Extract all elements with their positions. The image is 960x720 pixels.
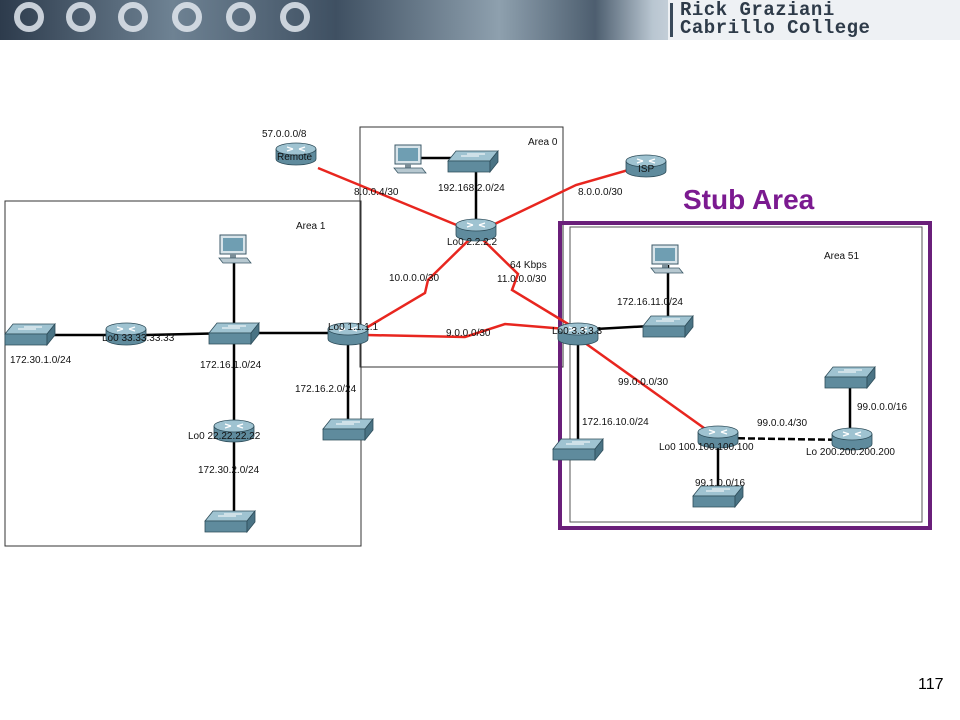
lan-172-16-2-label: 172.16.2.0/24 — [295, 384, 357, 395]
switch-icon — [447, 150, 499, 173]
lan-99-1-0-0-label: 99.1.0.0/16 — [695, 478, 745, 489]
link-99-0-0-0-label: 99.0.0.0/30 — [618, 377, 668, 388]
gear-icon — [226, 2, 256, 32]
switch-icon — [322, 418, 374, 441]
serial-links — [317, 163, 719, 440]
remote-router-label: Remote — [277, 152, 312, 163]
college-name: Cabrillo College — [680, 17, 871, 39]
stub-area-title: Stub Area — [683, 184, 815, 215]
area-1-box — [4, 200, 362, 547]
isp-link-label: 8.0.0.0/30 — [578, 187, 623, 198]
gear-icon — [172, 2, 202, 32]
author-name: Rick Graziani — [680, 0, 835, 21]
link-9-label: 9.0.0.0/30 — [446, 328, 491, 339]
remote-link-label: 8.0.0.4/30 — [354, 187, 399, 198]
banner-mark — [670, 3, 673, 37]
lan-99-0-0-0-16-label: 99.0.0.0/16 — [857, 402, 907, 413]
switch-icon — [824, 366, 876, 389]
area-0-label: Area 0 — [528, 137, 558, 148]
r100-loopback-label: Lo0 100.100.100.100 — [659, 442, 754, 453]
area-51-label: Area 51 — [824, 251, 859, 262]
gear-icon — [66, 2, 96, 32]
lan-172-30-2-label: 172.30.2.0/24 — [198, 465, 260, 476]
link-10-label: 10.0.0.0/30 — [389, 273, 439, 284]
r22-loopback-label: Lo0 22.22.22.22 — [188, 431, 261, 442]
pc-icon — [393, 144, 427, 174]
header-banner: Rick Graziani Cabrillo College — [0, 0, 960, 40]
lan-172-16-11-label: 172.16.11.0/24 — [617, 297, 683, 308]
area-0-box — [359, 126, 564, 368]
lan-172-16-10-label: 172.16.10.0/24 — [582, 417, 649, 428]
pc-icon — [650, 244, 684, 274]
switch-icon — [204, 510, 256, 533]
gear-icon — [280, 2, 310, 32]
isp-router-label: ISP — [638, 164, 654, 175]
pc-icon — [218, 234, 252, 264]
gear-icon — [118, 2, 148, 32]
banner-title-box — [668, 0, 960, 40]
r2-loopback-label: Lo0 2.2.2.2 — [447, 237, 497, 248]
gear-icon — [14, 2, 44, 32]
switch-icon — [208, 322, 260, 345]
link-11-label: 11.0.0.0/30 — [497, 274, 547, 285]
r200-loopback-label: Lo 200.200.200.200 — [806, 447, 895, 458]
bandwidth-label: 64 Kbps — [510, 260, 547, 271]
lan-172-16-1-label: 172.16.1.0/24 — [200, 360, 262, 371]
switch-icon — [642, 315, 694, 338]
area-51-box — [569, 226, 923, 523]
r3-loopback-label: Lo0 3.3.3.3 — [552, 326, 602, 337]
stub-area-border — [558, 221, 932, 530]
r1-loopback-label: Lo0 1.1.1.1 — [328, 322, 378, 333]
slide-number: 117 — [918, 676, 944, 693]
remote-network-label: 57.0.0.0/8 — [262, 129, 307, 140]
r33-loopback-label: Lo0 33.33.33.33 — [102, 333, 175, 344]
link-99-0-0-4-label: 99.0.0.4/30 — [757, 418, 807, 429]
switch-icon — [4, 323, 56, 346]
switch-icon — [552, 438, 604, 461]
area-1-label: Area 1 — [296, 221, 326, 232]
switch-icon — [692, 485, 744, 508]
area0-lan-label: 192.168.2.0/24 — [438, 183, 505, 194]
lan-172-30-1-label: 172.30.1.0/24 — [10, 355, 72, 366]
